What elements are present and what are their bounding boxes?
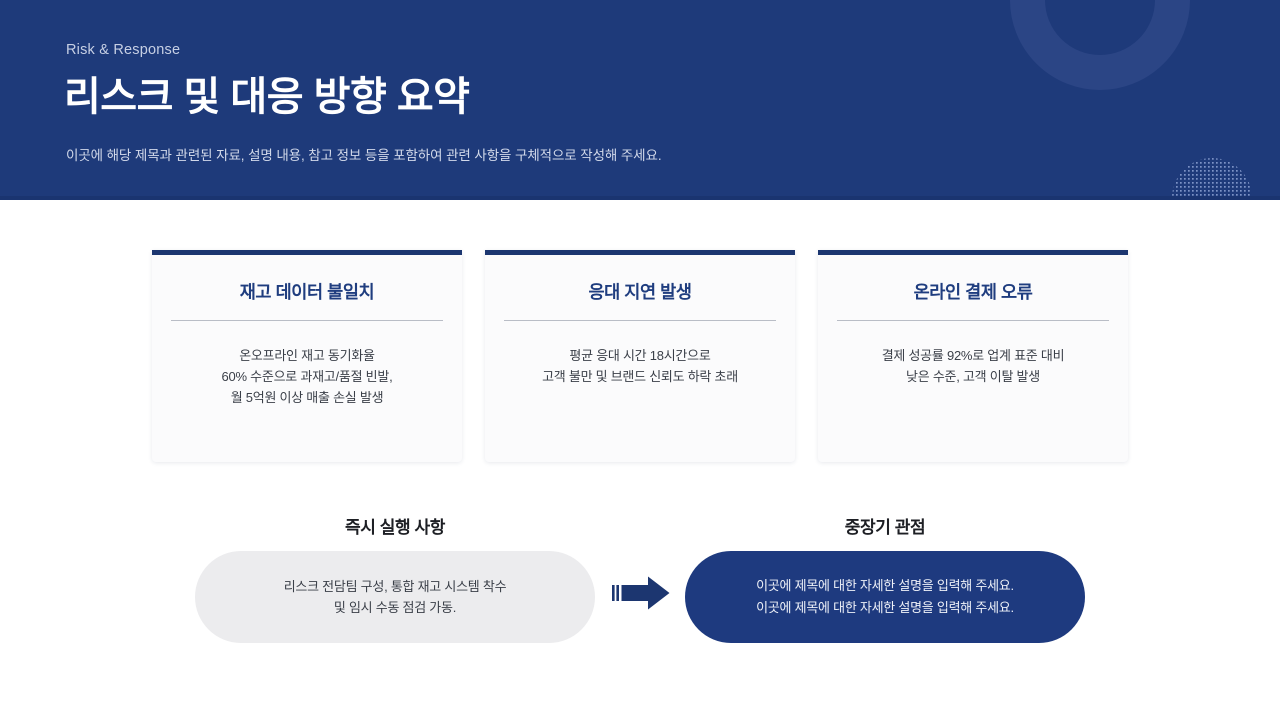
risk-card-title: 재고 데이터 불일치 [239, 282, 375, 302]
longterm-view-text: 이곳에 제목에 대한 자세한 설명을 입력해 주세요. 이곳에 제목에 대한 자… [756, 575, 1014, 619]
longterm-view-line: 이곳에 제목에 대한 자세한 설명을 입력해 주세요. [756, 600, 1014, 615]
risk-card-body: 결제 성공률 92%로 업계 표준 대비 낮은 수준, 고객 이탈 발생 [866, 345, 1081, 387]
immediate-action-pill[interactable]: 리스크 전담팀 구성, 통합 재고 시스템 착수 및 임시 수동 점검 가동. [195, 551, 595, 643]
slide-header: Risk & Response 리스크 및 대응 방향 요약 이곳에 해당 제목… [0, 0, 1280, 200]
risk-card-divider [837, 320, 1109, 321]
risk-card-list: 재고 데이터 불일치 온오프라인 재고 동기화율 60% 수준으로 과재고/품절… [152, 250, 1128, 462]
risk-card-body: 온오프라인 재고 동기화율 60% 수준으로 과재고/품절 빈발, 월 5억원 … [206, 345, 409, 408]
risk-card-body-line: 결제 성공률 92%로 업계 표준 대비 [881, 348, 1065, 363]
risk-card-body-line: 온오프라인 재고 동기화율 [239, 348, 375, 363]
header-subtitle: 이곳에 해당 제목과 관련된 자료, 설명 내용, 참고 정보 등을 포함하여 … [66, 148, 662, 163]
risk-card[interactable]: 온라인 결제 오류 결제 성공률 92%로 업계 표준 대비 낮은 수준, 고객… [818, 250, 1128, 462]
risk-card-body-line: 낮은 수준, 고객 이탈 발생 [906, 369, 1040, 384]
risk-card-divider [504, 320, 776, 321]
risk-card[interactable]: 응대 지연 발생 평균 응대 시간 18시간으로 고객 불만 및 브랜드 신뢰도… [485, 250, 795, 462]
risk-card-body: 평균 응대 시간 18시간으로 고객 불만 및 브랜드 신뢰도 하락 초래 [526, 345, 754, 387]
longterm-view-pill[interactable]: 이곳에 제목에 대한 자세한 설명을 입력해 주세요. 이곳에 제목에 대한 자… [685, 551, 1085, 643]
header-eyebrow: Risk & Response [66, 42, 181, 58]
risk-card[interactable]: 재고 데이터 불일치 온오프라인 재고 동기화율 60% 수준으로 과재고/품절… [152, 250, 462, 462]
immediate-action-text: 리스크 전담팀 구성, 통합 재고 시스템 착수 및 임시 수동 점검 가동. [284, 576, 507, 618]
header-bottom-strip [0, 196, 1280, 200]
immediate-action-line: 리스크 전담팀 구성, 통합 재고 시스템 착수 [283, 579, 507, 594]
page-title: 리스크 및 대응 방향 요약 [64, 75, 470, 119]
risk-card-body-line: 평균 응대 시간 18시간으로 [569, 348, 711, 363]
ring-decoration-icon [1010, 0, 1190, 90]
dotted-dome-decoration-icon [1172, 158, 1252, 200]
risk-card-body-line: 60% 수준으로 과재고/품절 빈발, [221, 369, 393, 384]
immediate-action-label: 즉시 실행 사항 [344, 518, 446, 537]
risk-card-body-line: 고객 불만 및 브랜드 신뢰도 하락 초래 [542, 369, 738, 384]
risk-card-body-line: 월 5억원 이상 매출 손실 발생 [230, 390, 384, 405]
risk-card-divider [171, 320, 443, 321]
longterm-view-label: 중장기 관점 [844, 518, 926, 537]
immediate-action-line: 및 임시 수동 점검 가동. [333, 600, 457, 615]
risk-card-title: 응대 지연 발생 [588, 282, 692, 302]
risk-card-title: 온라인 결제 오류 [913, 282, 1033, 302]
action-row: 즉시 실행 사항 중장기 관점 리스크 전담팀 구성, 통합 재고 시스템 착수… [0, 505, 1280, 655]
longterm-view-line: 이곳에 제목에 대한 자세한 설명을 입력해 주세요. [756, 578, 1014, 593]
arrow-right-icon [612, 576, 670, 610]
